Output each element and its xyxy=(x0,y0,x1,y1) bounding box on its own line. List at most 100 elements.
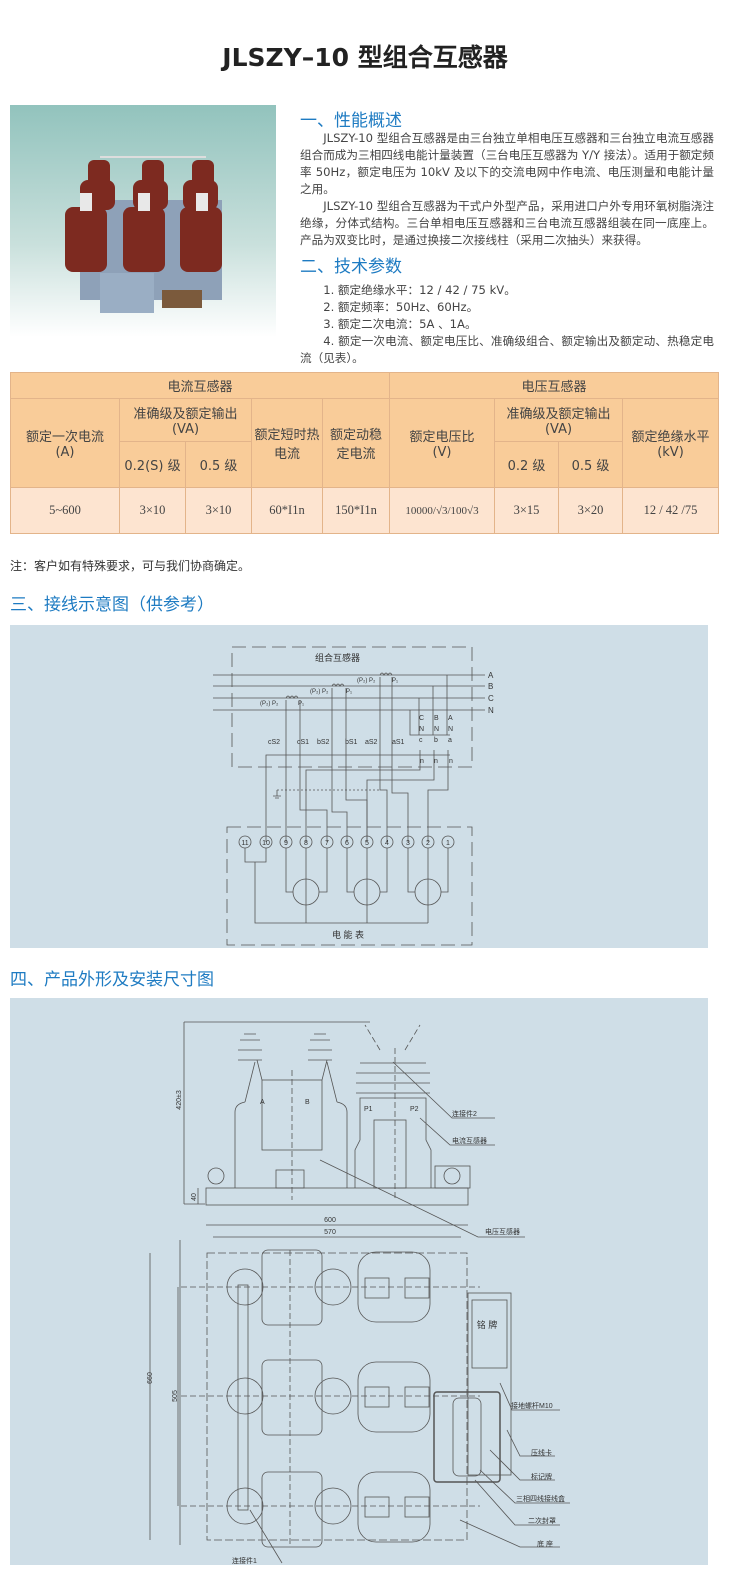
secondary-label: bS1 xyxy=(345,739,358,746)
dim-base: 40 xyxy=(191,1193,198,1201)
note: 注：客户如有特殊要求，可与我们协商确定。 xyxy=(10,559,251,573)
performance-paragraph-2: JLSZY-10 型组合互感器为干式户外型产品，采用进口户外专用环氧树脂浇注绝缘… xyxy=(300,199,714,247)
terminal-number: 1 xyxy=(446,840,450,847)
phase-label: N xyxy=(488,706,494,715)
vt-label: c xyxy=(419,737,423,744)
ct-group-header: 电流互感器 xyxy=(10,372,390,399)
vt-label: N xyxy=(419,726,424,733)
col-05: 0.5 级 xyxy=(185,441,252,488)
section-heading-wiring: 三、接线示意图（供参考） xyxy=(10,595,214,615)
terminal-number: 5 xyxy=(365,840,369,847)
label-connector-1: 连接件1 xyxy=(232,1556,257,1565)
cell: 5~600 xyxy=(10,487,120,534)
secondary-label: cS1 xyxy=(297,739,309,746)
vt-label: N xyxy=(448,726,453,733)
vt-label: A xyxy=(448,715,453,722)
terminal-number: 4 xyxy=(385,840,389,847)
vt-label: n xyxy=(449,758,453,765)
secondary-label: aS1 xyxy=(392,739,405,746)
ct-terminal-label: (P₂) P₂ xyxy=(260,701,279,707)
meter-title: 电 能 表 xyxy=(332,929,364,940)
phase-label: C xyxy=(488,694,494,703)
transformer-image xyxy=(65,156,222,313)
section-heading-performance: 一、性能概述 xyxy=(300,111,402,131)
terminal-number: 11 xyxy=(241,840,248,847)
cell: 10000/√3/100√3 xyxy=(389,487,495,534)
dim-505: 505 xyxy=(172,1390,179,1402)
dimension-drawing: A B P1 P2 连接件2 电流互感器 电压互感器 600 570 420±3… xyxy=(147,1021,570,1565)
cell: 3×10 xyxy=(119,487,186,534)
vt-label: B xyxy=(434,715,439,722)
dim-660: 660 xyxy=(147,1372,154,1384)
param-item: 4. 额定一次电流、额定电压比、准确级组合、额定输出及额定动、热稳定电流（见表）… xyxy=(300,334,714,365)
terminal-number: 7 xyxy=(325,840,329,847)
col-vt-accuracy: 准确级及额定输出 (VA) xyxy=(494,398,623,442)
phase-label: A xyxy=(488,671,494,680)
cell: 3×20 xyxy=(558,487,623,534)
vt-group-header: 电压互感器 xyxy=(389,372,719,399)
dim-600: 600 xyxy=(324,1217,336,1224)
terminal-number: 6 xyxy=(345,840,349,847)
label-p1: P1 xyxy=(364,1106,373,1113)
spec-table: 电流互感器电压互感器 额定一次电流 (A) 准确级及额定输出 (VA) 额定短时… xyxy=(10,372,719,534)
label-current-transformer: 电流互感器 xyxy=(452,1136,487,1145)
vt-label: a xyxy=(448,737,452,744)
vt-label: C xyxy=(419,715,424,722)
performance-paragraph-1: JLSZY-10 型组合互感器是由三台独立单相电压互感器和三台独立电流互感器组合… xyxy=(300,131,714,196)
terminal-number: 2 xyxy=(426,840,430,847)
col-02s: 0.2(S) 级 xyxy=(119,441,186,488)
product-photo xyxy=(10,105,276,337)
cell: 12 / 42 /75 xyxy=(622,487,719,534)
col-voltage-ratio: 额定电压比 (V) xyxy=(389,398,495,488)
label-a: A xyxy=(260,1099,265,1106)
col-thermal-current: 额定短时热电流 xyxy=(251,398,323,488)
ct-terminal-label: P₁ xyxy=(346,689,352,695)
label-b: B xyxy=(305,1099,310,1106)
cell: 150*I1n xyxy=(322,487,390,534)
ct-terminal-label: (P₂) P₂ xyxy=(310,689,329,695)
label-voltage-transformer: 电压互感器 xyxy=(485,1227,520,1236)
label-junction-box: 三相四线接线盒 xyxy=(516,1494,565,1503)
box-title: 组合互感器 xyxy=(315,652,360,663)
vt-label: N xyxy=(434,726,439,733)
label-ground-bolt: 接地螺杆M10 xyxy=(511,1401,553,1410)
param-item: 3. 额定二次电流：5A 、1A。 xyxy=(323,317,477,331)
label-p2: P2 xyxy=(410,1106,419,1113)
section-heading-dimensions: 四、产品外形及安装尺寸图 xyxy=(10,970,214,990)
label-wire-clamp: 压线卡 xyxy=(531,1448,552,1457)
dim-height: 420±3 xyxy=(176,1090,183,1110)
phase-label: B xyxy=(488,682,493,691)
col-primary-current: 额定一次电流 (A) xyxy=(10,398,120,488)
secondary-label: cS2 xyxy=(268,739,280,746)
terminal-number: 8 xyxy=(304,840,308,847)
col-02: 0.2 级 xyxy=(494,441,559,488)
terminal-number: 10 xyxy=(262,840,270,847)
param-item: 1. 额定绝缘水平：12 / 42 / 75 kV。 xyxy=(323,283,516,297)
vt-label: n xyxy=(434,758,438,765)
col-dynamic-current: 额定动稳定电流 xyxy=(322,398,390,488)
param-item: 2. 额定频率：50Hz、60Hz。 xyxy=(323,300,479,314)
secondary-label: bS2 xyxy=(317,739,330,746)
page-title: JLSZY–10 型组合互感器 xyxy=(222,43,508,72)
label-secondary-cover: 二次封罩 xyxy=(528,1516,556,1525)
vt-label: n xyxy=(420,758,424,765)
cell: 3×15 xyxy=(494,487,559,534)
label-base: 底 座 xyxy=(537,1539,553,1548)
col-ct-accuracy: 准确级及额定输出 (VA) xyxy=(119,398,252,442)
cell: 3×10 xyxy=(185,487,252,534)
vt-label: b xyxy=(434,737,438,744)
wiring-diagram: 组合互感器 A B C N (P₂) P₂ P₁ (P₂) P₂ P₁ (P₂) P… xyxy=(213,646,494,946)
terminal-number: 9 xyxy=(284,840,288,847)
dim-570: 570 xyxy=(324,1229,336,1236)
ct-terminal-label: (P₂) P₂ xyxy=(357,678,376,684)
label-marker-plate: 标记牌 xyxy=(531,1472,552,1481)
col-insulation: 额定绝缘水平 (kV) xyxy=(622,398,719,488)
secondary-label: aS2 xyxy=(365,739,378,746)
ct-terminal-label: P₁ xyxy=(298,701,304,707)
cell: 60*I1n xyxy=(251,487,323,534)
terminal-number: 3 xyxy=(406,840,410,847)
section-heading-parameters: 二、技术参数 xyxy=(300,257,402,277)
col-05b: 0.5 级 xyxy=(558,441,623,488)
ct-terminal-label: P₁ xyxy=(392,678,398,684)
